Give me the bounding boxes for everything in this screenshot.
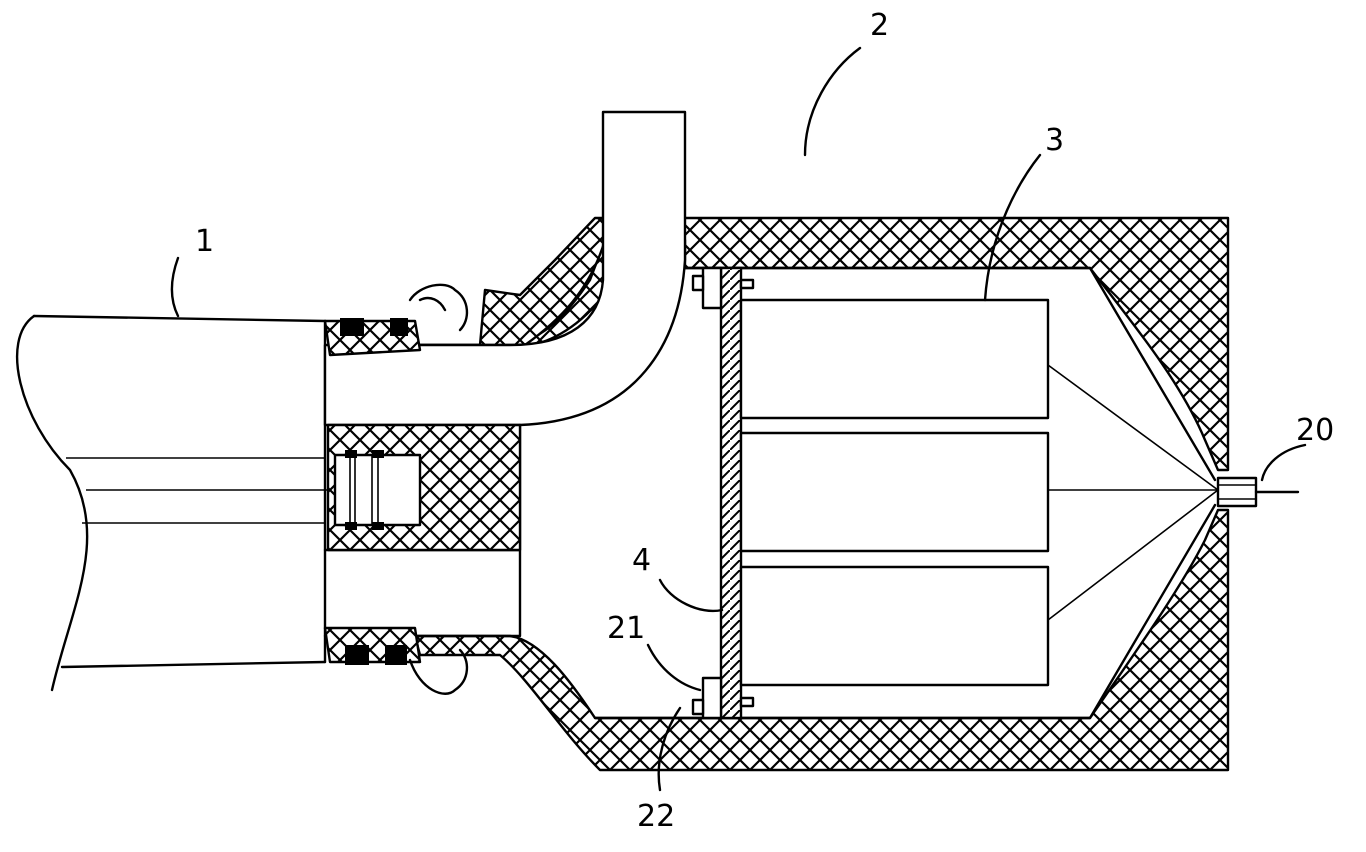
pipe-1 (15, 314, 330, 692)
center-plug (326, 423, 522, 552)
label-housing: 2 (870, 8, 889, 43)
leader-lines (170, 46, 1307, 792)
label-mount-upper: 21 (607, 611, 645, 646)
label-mount-lower: 22 (637, 799, 675, 834)
terminal-20 (1216, 476, 1300, 508)
battery-stack-3 (739, 298, 1219, 687)
elbow-tube (323, 110, 687, 427)
upper-seal (323, 283, 469, 357)
label-plate: 4 (632, 543, 651, 578)
lower-seal (323, 626, 469, 695)
label-battery: 3 (1045, 123, 1064, 158)
label-terminal: 20 (1296, 413, 1334, 448)
label-pipe: 1 (195, 224, 214, 259)
